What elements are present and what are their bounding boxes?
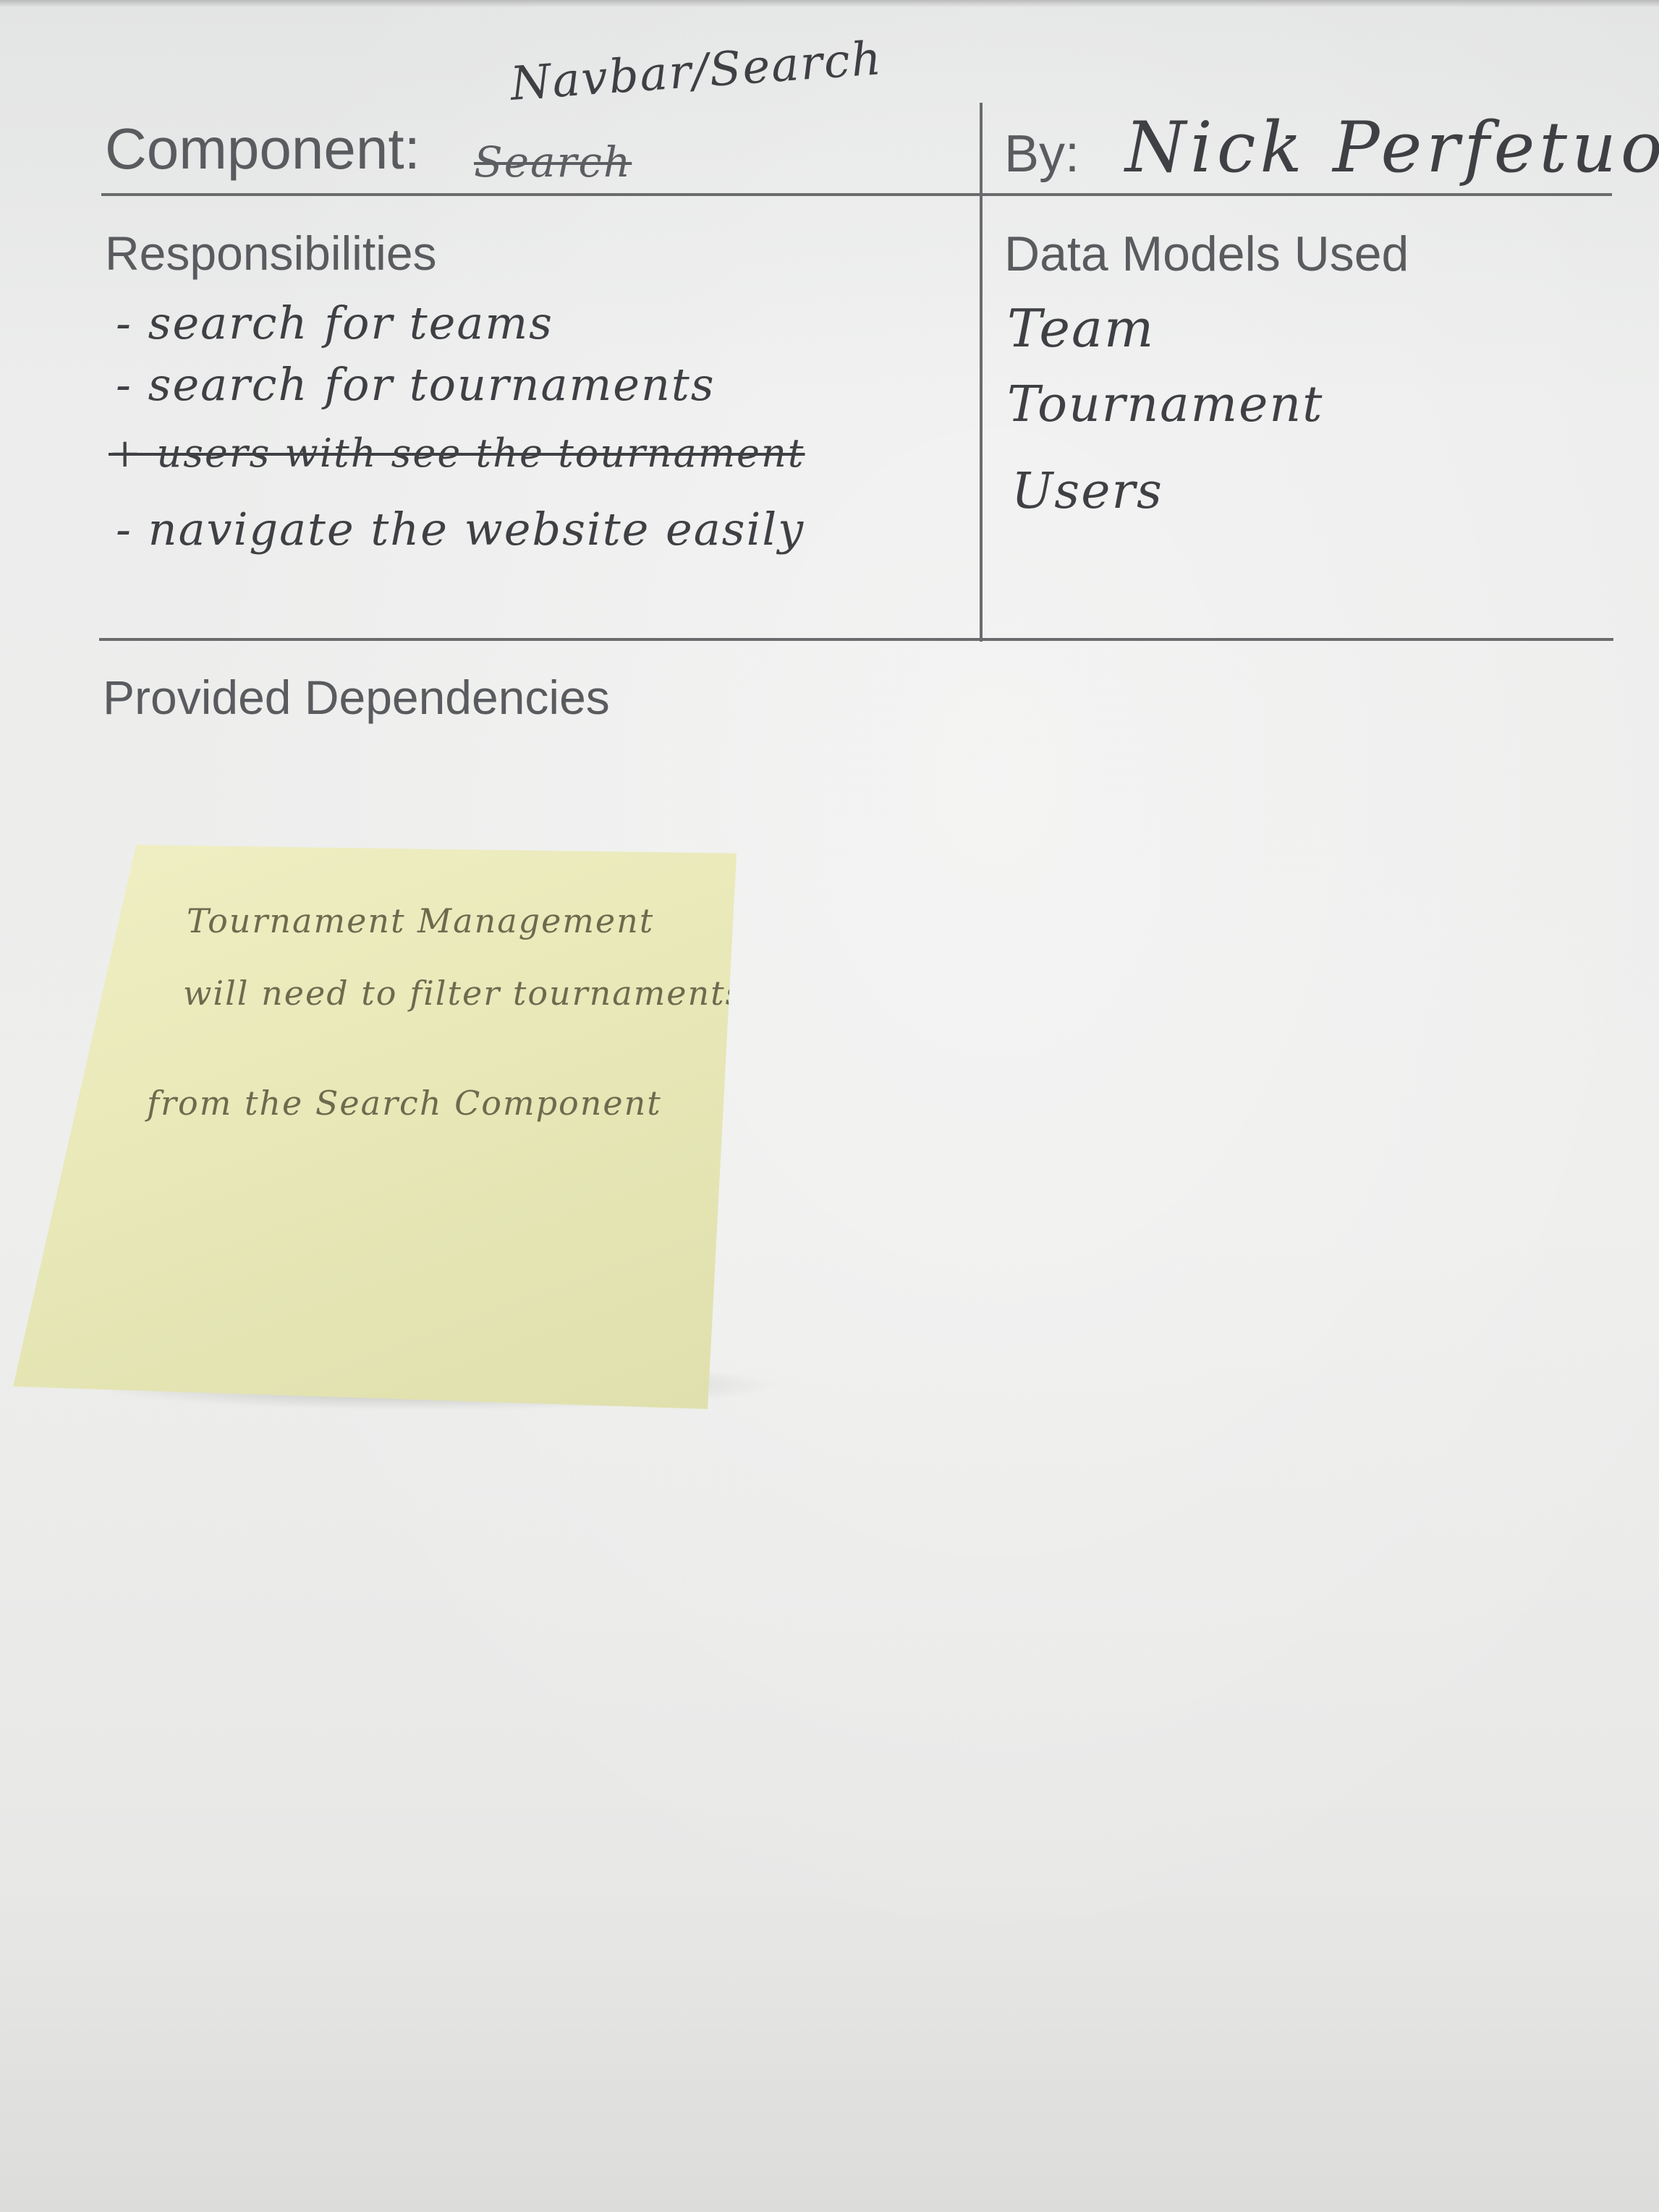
component-struck-name: Search bbox=[474, 137, 632, 187]
provided-dependencies-heading: Provided Dependencies bbox=[103, 671, 610, 724]
responsibility-item: - search for teams bbox=[116, 297, 553, 349]
paper-top-edge bbox=[0, 0, 1659, 7]
responsibility-item: - navigate the website easily bbox=[116, 503, 805, 556]
component-handwritten-name: Navbar/Search bbox=[509, 32, 885, 111]
header-divider-line bbox=[101, 193, 1612, 196]
sticky-note-line: will need to filter tournaments bbox=[183, 974, 744, 1013]
data-model-item: Tournament bbox=[1007, 376, 1324, 433]
data-models-heading: Data Models Used bbox=[1004, 226, 1409, 281]
responsibility-item: - search for tournaments bbox=[116, 358, 716, 411]
responsibilities-heading: Responsibilities bbox=[105, 226, 437, 280]
responsibility-item-struck: + users with see the tournament bbox=[109, 430, 805, 476]
sticky-note: Tournament Management will need to filte… bbox=[13, 845, 737, 1409]
section-divider-line bbox=[99, 638, 1613, 641]
data-model-item: Users bbox=[1011, 463, 1163, 520]
data-model-item: Team bbox=[1007, 298, 1155, 359]
sticky-note-line: from the Search Component bbox=[147, 1084, 662, 1123]
author-name: Nick Perfetuo bbox=[1125, 107, 1659, 188]
component-label: Component: bbox=[105, 116, 420, 181]
by-label: By: bbox=[1004, 125, 1080, 183]
column-divider-line bbox=[980, 103, 983, 642]
sticky-note-line: Tournament Management bbox=[187, 901, 655, 940]
